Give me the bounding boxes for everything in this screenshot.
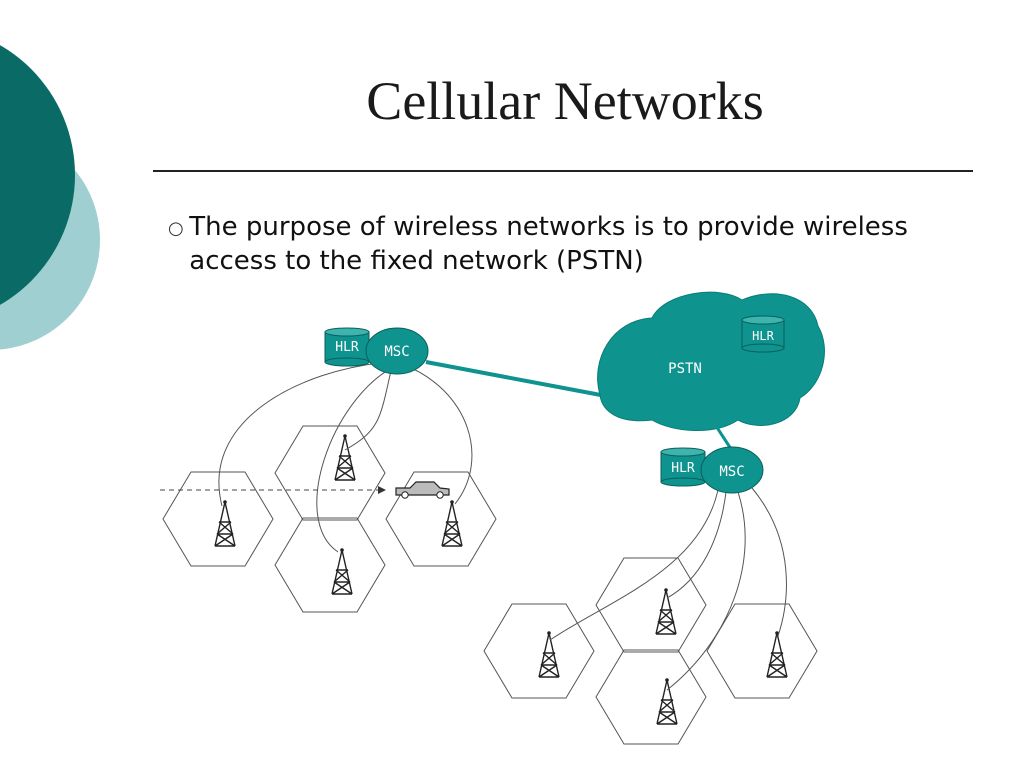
title-divider — [153, 170, 973, 172]
cell-tower-icon — [214, 499, 236, 547]
hex-cell — [274, 425, 386, 521]
hex-cell — [385, 471, 497, 567]
hex-cell — [274, 517, 386, 613]
dark-teal-circle — [0, 45, 75, 305]
link-line — [316, 365, 396, 553]
pstn-hlr-node: HLR — [741, 315, 785, 353]
cell-tower-icon — [538, 630, 560, 678]
car-icon — [395, 481, 450, 499]
left-msc-links — [218, 361, 473, 553]
hex-cell — [162, 471, 274, 567]
left-msc-node: MSC — [365, 327, 429, 375]
cell-tower-icon — [331, 547, 353, 595]
right-msc-node: MSC — [700, 446, 764, 494]
hex-cell — [483, 603, 595, 699]
right-msc-label: MSC — [719, 464, 744, 480]
link-line — [401, 363, 473, 505]
link-line — [751, 487, 787, 637]
right-hlr-label: HLR — [671, 461, 695, 476]
left-cell-cluster — [162, 425, 497, 613]
left-hlr-node: HLR — [324, 327, 370, 367]
link-line — [549, 489, 719, 641]
pstn-hlr-label: HLR — [752, 329, 774, 343]
pstn-cloud: PSTN HLR — [597, 291, 825, 431]
bullet-marker: ○ — [168, 218, 184, 239]
cell-tower-icon — [766, 630, 788, 678]
hex-cell — [595, 557, 707, 653]
cell-tower-icon — [656, 677, 678, 725]
left-msc-label: MSC — [384, 344, 409, 360]
slide-title: Cellular Networks — [366, 71, 764, 131]
hex-cell — [706, 603, 818, 699]
bullet-item: ○ The purpose of wireless networks is to… — [168, 210, 928, 278]
link-line — [344, 365, 393, 451]
bullet-text: The purpose of wireless networks is to p… — [189, 212, 908, 276]
hex-cell — [595, 649, 707, 745]
msc-pstn-trunk — [425, 360, 607, 398]
arrow-head-icon — [378, 486, 386, 494]
right-hlr-node: HLR — [660, 447, 706, 487]
link-line — [218, 361, 389, 507]
pstn-label: PSTN — [668, 361, 702, 377]
link-line — [666, 491, 746, 691]
decorative-circles — [0, 45, 100, 350]
cell-tower-icon — [334, 433, 356, 481]
link-line — [666, 491, 727, 599]
right-cell-cluster — [483, 557, 818, 745]
cell-tower-icon — [441, 499, 463, 547]
cell-tower-icon — [655, 587, 677, 635]
right-msc-links — [549, 487, 787, 691]
left-hlr-label: HLR — [335, 340, 359, 355]
